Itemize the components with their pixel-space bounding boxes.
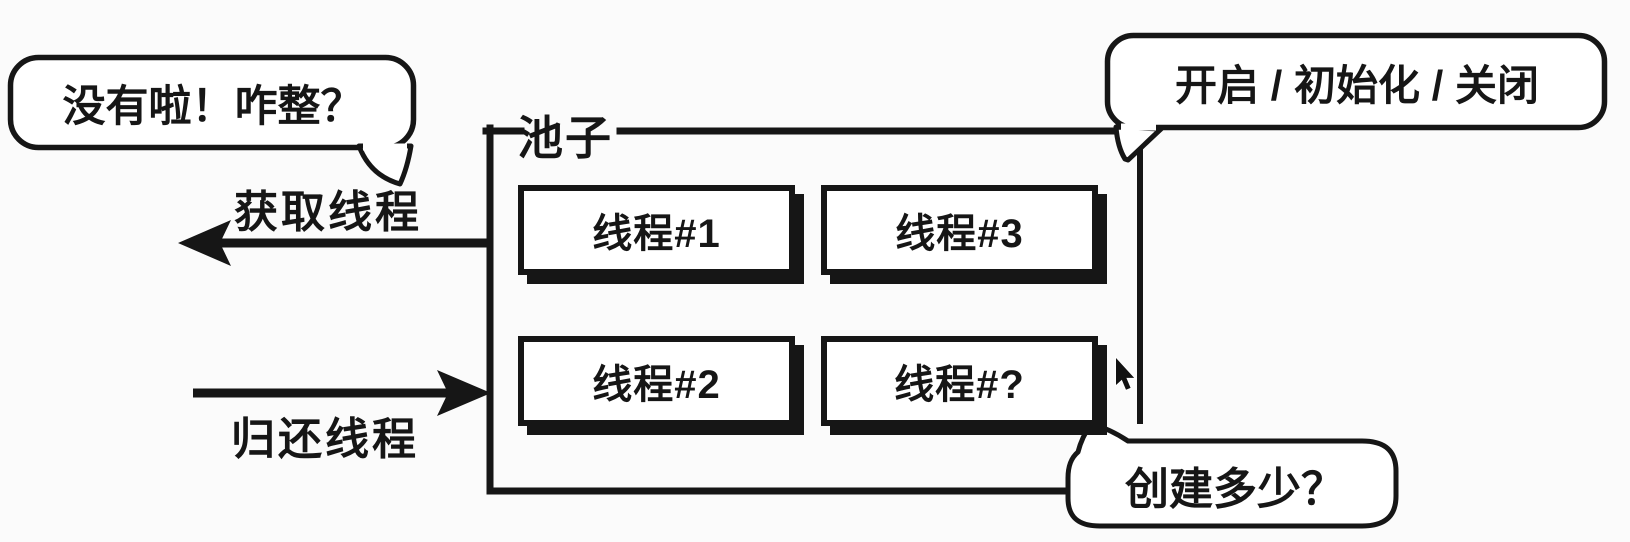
speech-bubble-no-more-shape — [7, 54, 417, 187]
thread-box-unknown: 线程#? — [821, 336, 1098, 426]
acquire-arrow-label: 获取线程 — [234, 188, 422, 237]
speech-bubble-lifecycle-tail — [1113, 124, 1164, 163]
release-arrow-label: 归还线程 — [231, 415, 419, 464]
speech-bubble-how-many-text: 创建多少？ — [1125, 465, 1345, 514]
pool-border — [482, 124, 1143, 495]
acquire-arrow — [178, 220, 488, 266]
release-arrow — [193, 370, 491, 416]
speech-bubble-lifecycle-shape — [1104, 32, 1608, 163]
thread-box-unknown-label: 线程#? — [894, 363, 1025, 407]
mouse-cursor-icon — [1115, 355, 1137, 392]
speech-bubble-no-more-body — [7, 54, 417, 151]
speech-bubble-how-many-shape — [1065, 421, 1399, 529]
speech-bubble-no-more-text: 没有啦！咋整？ — [62, 83, 364, 131]
speech-bubble-lifecycle-body — [1104, 32, 1608, 131]
thread-box-1-label: 线程#1 — [592, 212, 721, 256]
thread-box-1: 线程#1 — [518, 185, 795, 275]
thread-box-3-label: 线程#3 — [895, 212, 1024, 256]
acquire-arrow-head — [178, 220, 231, 266]
release-arrow-head — [437, 370, 491, 416]
speech-bubble-no-more-tail — [356, 143, 414, 187]
thread-box-2: 线程#2 — [518, 336, 795, 426]
pool-label: 池子 — [517, 112, 613, 164]
pool-border-left-bottom — [486, 124, 1080, 495]
speech-bubble-lifecycle-text: 开启 / 初始化 / 关闭 — [1174, 62, 1539, 109]
thread-box-2-label: 线程#2 — [592, 363, 721, 407]
thread-box-3: 线程#3 — [821, 185, 1098, 275]
